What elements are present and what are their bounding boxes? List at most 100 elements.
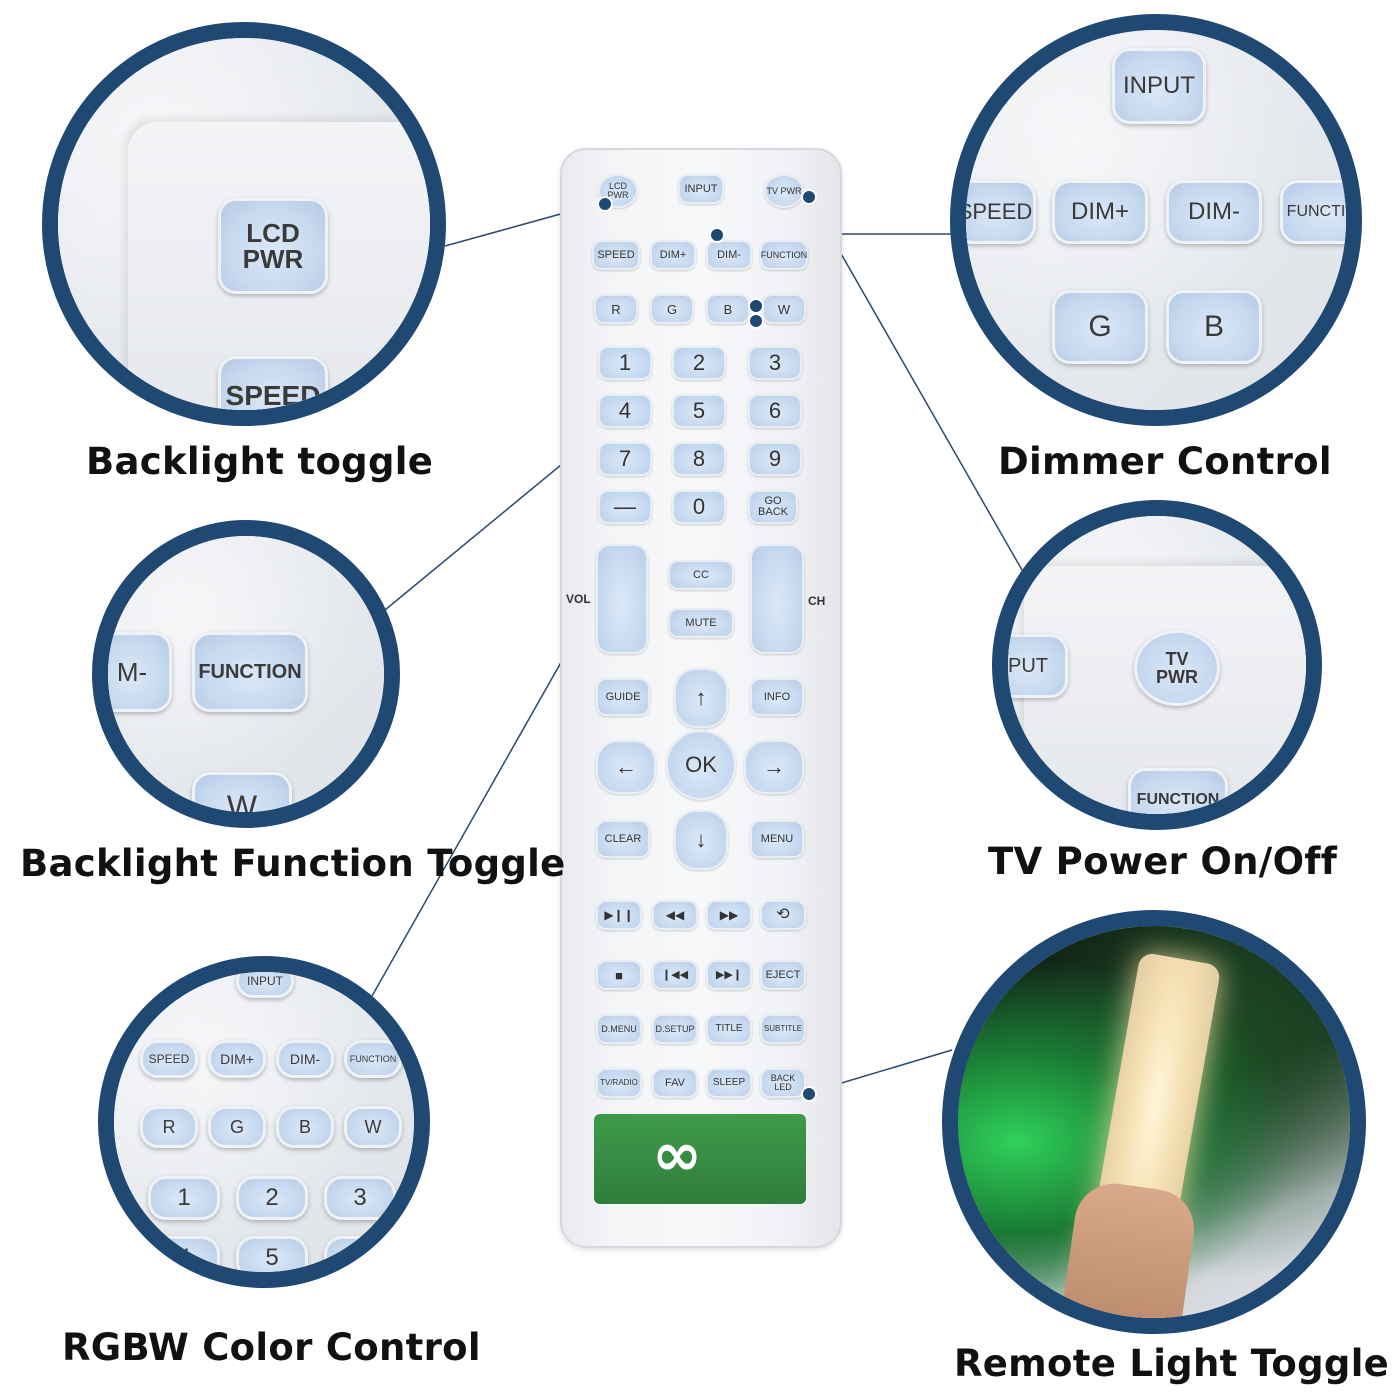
numpad-key[interactable]: 5 bbox=[672, 394, 726, 428]
numpad-key[interactable]: 1 bbox=[598, 346, 652, 380]
zoom-g-button: G bbox=[1052, 290, 1148, 364]
remote-control: LCD PWR INPUT TV PWR SPEED DIM+ DIM- FUN… bbox=[560, 148, 842, 1248]
rewind-button[interactable]: ◀◀ bbox=[652, 900, 698, 930]
go-back-button[interactable]: GO BACK bbox=[748, 490, 798, 524]
fast-forward-button[interactable]: ▶▶ bbox=[706, 900, 752, 930]
up-arrow-button[interactable]: ↑ bbox=[674, 668, 728, 728]
numpad-key[interactable]: 6 bbox=[748, 394, 802, 428]
dim-plus-button[interactable]: DIM+ bbox=[650, 240, 696, 270]
numpad-key[interactable]: 4 bbox=[598, 394, 652, 428]
zoom-rgbw-color-control: INPUT SPEED DIM+ DIM- FUNCTION R G B W 1… bbox=[98, 956, 430, 1288]
zoom-g-button: G bbox=[208, 1106, 266, 1148]
function-button[interactable]: FUNCTION bbox=[760, 240, 808, 270]
zoom-dim-button: M- bbox=[108, 632, 172, 712]
zoom-dimmer-control: INPUT SPEED DIM+ DIM- FUNCTION G B bbox=[950, 14, 1362, 426]
zoom-tv-pwr-button: TV PWR bbox=[1134, 630, 1220, 706]
channel-rocker[interactable] bbox=[750, 544, 804, 654]
numpad-key[interactable]: 7 bbox=[598, 442, 652, 476]
brand-logo-icon: ∞ bbox=[652, 1120, 702, 1190]
volume-rocker[interactable] bbox=[596, 544, 648, 654]
zoom-dim-plus-button: DIM+ bbox=[208, 1040, 266, 1078]
zoom-input-button: INPUT bbox=[1112, 48, 1206, 124]
zoom-dim-plus-button: DIM+ bbox=[1052, 180, 1148, 244]
anchor-dot-dimmer bbox=[709, 227, 725, 243]
label-tv-power: TV Power On/Off bbox=[988, 840, 1338, 883]
title-button[interactable]: TITLE bbox=[706, 1014, 752, 1044]
numpad-key[interactable]: 3 bbox=[748, 346, 802, 380]
dsetup-button[interactable]: D.SETUP bbox=[652, 1014, 698, 1044]
zoom-remote-light-toggle bbox=[942, 910, 1366, 1334]
clear-button[interactable]: CLEAR bbox=[596, 820, 650, 858]
zoom-tv-power: PUT TV PWR FUNCTION bbox=[992, 500, 1322, 830]
zoom-speed-button: SPEED bbox=[966, 180, 1036, 244]
dmenu-button[interactable]: D.MENU bbox=[596, 1014, 642, 1044]
zoom-b-button: B bbox=[276, 1106, 334, 1148]
numpad-key[interactable]: 8 bbox=[672, 442, 726, 476]
repeat-button[interactable]: ⟲ bbox=[760, 900, 806, 930]
mute-button[interactable]: MUTE bbox=[668, 608, 734, 638]
right-arrow-button[interactable]: → bbox=[744, 740, 804, 794]
zoom-3-button: 3 bbox=[324, 1176, 396, 1220]
circuit-board: ∞ bbox=[594, 1114, 806, 1204]
zoom-speed-button: SPEED bbox=[140, 1040, 198, 1078]
back-led-button[interactable]: BACK LED bbox=[760, 1068, 806, 1098]
anchor-dot-lcd-pwr bbox=[597, 196, 613, 212]
anchor-dot-back-led bbox=[801, 1086, 817, 1102]
zoom-function-button: FUNCTION bbox=[344, 1040, 402, 1078]
eject-button[interactable]: EJECT bbox=[760, 960, 806, 990]
zoom-5-button: 5 bbox=[236, 1236, 308, 1272]
label-backlight-toggle: Backlight toggle bbox=[86, 440, 434, 483]
numpad-key[interactable]: 0 bbox=[672, 490, 726, 524]
zoom-b-button: B bbox=[1166, 290, 1262, 364]
ch-label: CH bbox=[808, 594, 826, 608]
zoom-input-button: PUT bbox=[1008, 634, 1068, 698]
w-button[interactable]: W bbox=[762, 294, 806, 324]
r-button[interactable]: R bbox=[594, 294, 638, 324]
b-button[interactable]: B bbox=[706, 294, 750, 324]
info-button[interactable]: INFO bbox=[750, 678, 804, 716]
play-pause-button[interactable]: ▶❙❙ bbox=[596, 900, 642, 930]
zoom-r-button: R bbox=[140, 1106, 198, 1148]
guide-button[interactable]: GUIDE bbox=[596, 678, 650, 716]
zoom-function-button: FUNCTION bbox=[1128, 768, 1228, 814]
zoom-backlight-toggle: LCD PWR SPEED bbox=[42, 22, 446, 426]
zoom-backlight-function-toggle: M- FUNCTION W bbox=[92, 520, 400, 828]
next-button[interactable]: ▶▶❙ bbox=[706, 960, 752, 990]
zoom-speed-button: SPEED bbox=[218, 356, 328, 410]
numpad-key[interactable]: 2 bbox=[672, 346, 726, 380]
zoom-4-button: 4 bbox=[148, 1236, 220, 1272]
left-arrow-button[interactable]: ← bbox=[596, 740, 656, 794]
tv-radio-button[interactable]: TV/RADIO bbox=[596, 1068, 642, 1098]
stop-button[interactable]: ■ bbox=[596, 960, 642, 990]
subtitle-button[interactable]: SUBTITLE bbox=[760, 1014, 806, 1044]
zoom-function-button: FUNCTION bbox=[1280, 180, 1346, 244]
g-button[interactable]: G bbox=[650, 294, 694, 324]
tv-pwr-button[interactable]: TV PWR bbox=[764, 174, 804, 208]
anchor-dot-rgbw bbox=[748, 313, 764, 329]
sleep-button[interactable]: SLEEP bbox=[706, 1068, 752, 1098]
dash-button[interactable]: — bbox=[598, 490, 652, 524]
input-button[interactable]: INPUT bbox=[678, 174, 724, 204]
zoom-input-button: INPUT bbox=[236, 972, 294, 998]
anchor-dot-function bbox=[748, 298, 764, 314]
vol-label: VOL bbox=[566, 592, 591, 606]
dim-minus-button[interactable]: DIM- bbox=[706, 240, 752, 270]
down-arrow-button[interactable]: ↓ bbox=[674, 810, 728, 870]
ok-button[interactable]: OK bbox=[666, 730, 736, 800]
fav-button[interactable]: FAV bbox=[652, 1068, 698, 1098]
zoom-dim-minus-button: DIM- bbox=[276, 1040, 334, 1078]
anchor-dot-tv-pwr bbox=[801, 189, 817, 205]
menu-button[interactable]: MENU bbox=[750, 820, 804, 858]
zoom-w-button: W bbox=[192, 772, 292, 812]
cc-button[interactable]: CC bbox=[668, 560, 734, 590]
label-remote-light-toggle: Remote Light Toggle bbox=[954, 1342, 1390, 1385]
speed-button[interactable]: SPEED bbox=[592, 240, 640, 270]
zoom-2-button: 2 bbox=[236, 1176, 308, 1220]
zoom-1-button: 1 bbox=[148, 1176, 220, 1220]
numpad-key[interactable]: 9 bbox=[748, 442, 802, 476]
zoom-dim-minus-button: DIM- bbox=[1166, 180, 1262, 244]
label-dimmer-control: Dimmer Control bbox=[998, 440, 1332, 483]
previous-button[interactable]: ❙◀◀ bbox=[652, 960, 698, 990]
label-rgbw-color-control: RGBW Color Control bbox=[62, 1326, 481, 1369]
zoom-lcd-pwr-button: LCD PWR bbox=[218, 198, 328, 294]
